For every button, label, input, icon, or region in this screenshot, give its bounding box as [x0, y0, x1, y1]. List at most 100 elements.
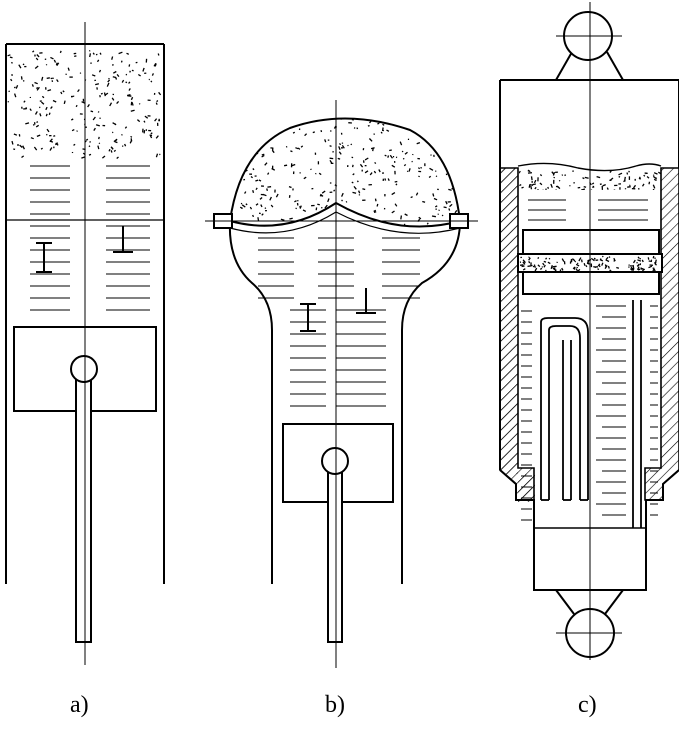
foam-speck	[574, 260, 577, 263]
panel-b-bubbles	[300, 288, 376, 332]
foam-speck	[109, 102, 113, 107]
foam-speck	[597, 268, 600, 271]
foam-speck	[107, 79, 111, 83]
foam-speck	[382, 123, 385, 126]
foam-speck	[590, 257, 595, 262]
foam-speck	[155, 153, 159, 158]
foam-speck	[36, 86, 40, 91]
foam-speck	[391, 192, 396, 196]
foam-speck	[449, 203, 453, 208]
foam-speck	[356, 127, 359, 130]
foam-speck	[90, 110, 94, 113]
foam-speck	[266, 188, 269, 191]
foam-speck	[255, 128, 260, 132]
foam-speck	[601, 262, 604, 266]
foam-speck	[394, 203, 398, 207]
foam-speck	[129, 139, 133, 144]
foam-speck	[353, 185, 357, 190]
foam-speck	[52, 99, 57, 103]
foam-speck	[32, 50, 35, 53]
foam-speck	[548, 257, 551, 260]
foam-speck	[632, 268, 635, 271]
foam-speck	[73, 143, 76, 146]
foam-speck	[81, 156, 85, 159]
foam-speck	[25, 122, 30, 125]
foam-speck	[417, 228, 420, 231]
panel-b-rod	[327, 469, 343, 643]
foam-speck	[391, 210, 395, 214]
foam-speck	[369, 119, 373, 124]
panel-a-pin	[70, 355, 98, 383]
foam-speck	[389, 149, 392, 152]
foam-speck	[36, 87, 39, 90]
foam-speck	[36, 134, 41, 138]
foam-speck	[130, 135, 133, 138]
foam-speck	[387, 155, 390, 158]
foam-speck	[362, 188, 366, 191]
foam-speck	[376, 203, 379, 207]
foam-speck	[576, 268, 581, 272]
foam-speck	[329, 130, 332, 132]
foam-speck	[448, 208, 451, 211]
foam-speck	[519, 184, 522, 187]
foam-speck	[374, 198, 377, 202]
foam-speck	[46, 128, 50, 133]
foam-speck	[443, 206, 447, 209]
foam-speck	[255, 187, 258, 191]
foam-speck	[15, 84, 19, 89]
foam-speck	[637, 187, 640, 190]
foam-speck	[262, 129, 264, 131]
foam-speck	[294, 200, 297, 203]
foam-speck	[65, 73, 67, 76]
foam-speck	[75, 104, 78, 108]
foam-speck	[395, 183, 398, 186]
foam-speck	[45, 106, 48, 111]
foam-speck	[434, 205, 438, 208]
foam-speck	[41, 95, 45, 99]
foam-speck	[572, 170, 574, 173]
panel-c-band-texture	[519, 255, 657, 272]
foam-speck	[606, 187, 609, 190]
foam-speck	[35, 124, 40, 128]
foam-speck	[329, 159, 333, 164]
foam-speck	[641, 269, 645, 272]
foam-speck	[561, 258, 565, 262]
foam-speck	[618, 172, 623, 176]
foam-speck	[636, 264, 640, 267]
foam-speck	[632, 259, 636, 264]
foam-speck	[22, 80, 25, 82]
foam-speck	[53, 59, 57, 63]
foam-speck	[533, 179, 537, 184]
foam-speck	[641, 259, 644, 263]
foam-speck	[522, 261, 525, 265]
foam-speck	[50, 56, 54, 60]
foam-speck	[121, 79, 125, 83]
foam-speck	[116, 73, 120, 78]
foam-speck	[255, 203, 259, 206]
foam-speck	[126, 93, 131, 97]
foam-speck	[120, 60, 123, 63]
foam-speck	[570, 259, 573, 263]
panel-a-foam	[7, 50, 162, 159]
foam-speck	[561, 174, 564, 176]
foam-speck	[428, 175, 432, 179]
foam-speck	[592, 186, 595, 189]
foam-speck	[98, 136, 100, 140]
foam-speck	[542, 262, 545, 266]
foam-speck	[250, 175, 254, 179]
panel-b-pin	[321, 447, 349, 475]
caption-b: b)	[325, 692, 345, 718]
foam-speck	[50, 106, 53, 110]
foam-speck	[627, 186, 631, 188]
foam-speck	[581, 188, 586, 190]
foam-speck	[295, 225, 298, 227]
panel-c-inner-tubes	[540, 300, 642, 528]
foam-speck	[261, 154, 265, 158]
foam-speck	[629, 184, 631, 187]
foam-speck	[418, 175, 420, 178]
foam-speck	[417, 167, 421, 170]
foam-speck	[32, 123, 35, 126]
foam-speck	[448, 188, 452, 191]
foam-speck	[410, 196, 413, 199]
foam-speck	[351, 181, 354, 184]
